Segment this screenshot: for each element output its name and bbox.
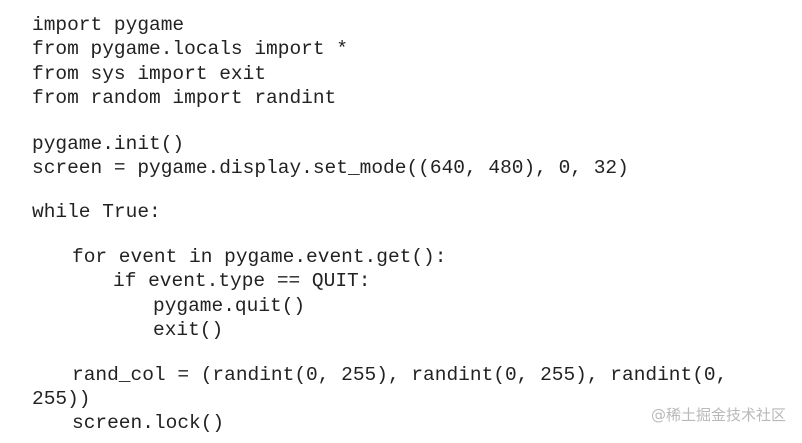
code-line: pygame.init() (32, 133, 185, 155)
code-line: import pygame (32, 14, 185, 36)
code-line: if event.type == QUIT: (113, 270, 371, 292)
code-line: 255)) (32, 388, 91, 410)
code-line: screen.lock() (72, 412, 225, 434)
code-line: for event in pygame.event.get(): (72, 246, 447, 268)
code-line: while True: (32, 201, 161, 223)
watermark: @稀土掘金技术社区 (650, 406, 786, 424)
code-line: rand_col = (randint(0, 255), randint(0, … (72, 364, 728, 386)
code-line: pygame.quit() (153, 295, 306, 317)
code-line: screen = pygame.display.set_mode((640, 4… (32, 157, 629, 179)
code-line: exit() (153, 319, 224, 341)
code-line: from pygame.locals import * (32, 38, 348, 60)
code-line: from sys import exit (32, 63, 267, 85)
code-line: from random import randint (32, 87, 337, 109)
